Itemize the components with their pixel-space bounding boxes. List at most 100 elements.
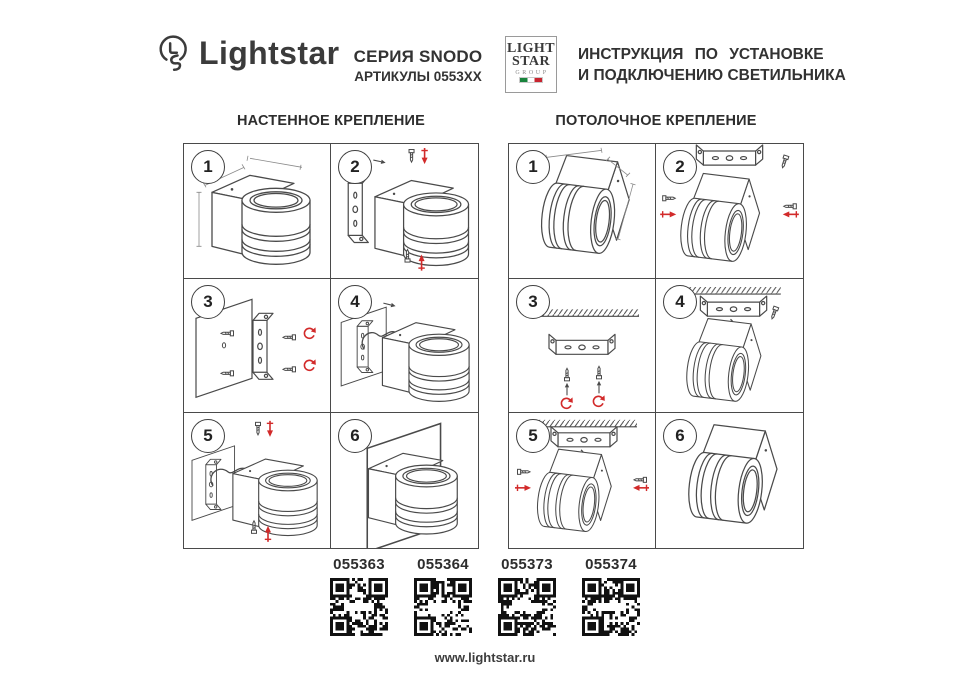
group-logo-light: LIGHT [507, 41, 555, 56]
step-number: 1 [516, 150, 550, 184]
lamp-drawing [232, 458, 318, 537]
series-block: СЕРИЯ SNODO АРТИКУЛЫ 0553XX [338, 47, 498, 84]
illustration-wall-dimensions [196, 155, 311, 265]
bracket-drawing [252, 312, 274, 380]
lamp-drawing [374, 179, 470, 267]
instruction-title-line2: И ПОДКЛЮЧЕНИЮ СВЕТИЛЬНИКА [578, 67, 846, 84]
screw-icon [783, 203, 797, 210]
red-arrow-icon [659, 210, 678, 219]
bracket-drawing [548, 333, 616, 355]
step-panel-wall-2: 2 [331, 144, 478, 279]
step-panel-wall-6: 6 [331, 413, 478, 548]
step-number: 6 [663, 419, 697, 454]
article-code: 055363 [333, 556, 385, 573]
wire [210, 467, 247, 487]
illustration-wall-fix-bracket [195, 298, 317, 398]
step-panel-ceiling-3: 3 [509, 278, 656, 414]
article-column: 055373 [498, 556, 556, 636]
step-number: 4 [338, 284, 372, 319]
screw-icon [517, 469, 531, 476]
lamp-drawing [684, 422, 783, 527]
article-code: 055364 [417, 556, 469, 573]
step-panel-ceiling-4: 4 [656, 279, 803, 414]
bracket-drawing [550, 426, 618, 448]
red-arrow-icon [265, 420, 275, 438]
article-column: 055364 [414, 556, 472, 636]
rotate-icon [592, 394, 606, 407]
instruction-title-line1: ИНСТРУКЦИЯ ПО УСТАНОВКЕ [578, 46, 824, 63]
instruction-title: ИНСТРУКЦИЯ ПО УСТАНОВКЕ И ПОДКЛЮЧЕНИЮ СВ… [578, 44, 846, 86]
qr-code [498, 578, 556, 636]
arrow-icon [564, 381, 570, 396]
red-arrow-icon [781, 210, 800, 219]
website-url: www.lightstar.ru [434, 650, 536, 665]
bracket-drawing [347, 175, 369, 244]
screw-icon [779, 154, 790, 169]
step-number: 3 [516, 284, 550, 319]
article-column: 055374 [582, 556, 640, 636]
step-number: 5 [516, 419, 550, 454]
screw-icon [769, 305, 780, 320]
ceiling-mounting-grid: 1 2 [508, 143, 804, 549]
wall-section-title: НАСТЕННОЕ КРЕПЛЕНИЕ [237, 113, 425, 129]
screw-icon [662, 195, 676, 202]
ceiling-hatch [525, 308, 639, 317]
illustration-wall-connect-wire [340, 300, 470, 402]
lamp-drawing [534, 447, 616, 535]
illustration-ceiling-fix-bracket [525, 308, 639, 409]
lamp-drawing [211, 174, 311, 265]
step-panel-wall-4: 4 [331, 279, 478, 414]
screw-icon [408, 149, 415, 163]
step-number: 2 [663, 150, 697, 184]
step-panel-wall-1: 1 [184, 144, 331, 279]
bracket-drawing [695, 144, 764, 166]
illustration-wall-screw-in [191, 420, 318, 543]
step-panel-wall-3: 3 [184, 278, 331, 414]
step-panel-ceiling-1: 1 [509, 144, 656, 279]
wall-mounting-grid: 1 2 3 [183, 143, 479, 549]
step-number: 2 [338, 150, 372, 184]
red-arrow-icon [514, 484, 532, 493]
series-title: СЕРИЯ SNODO [353, 47, 483, 66]
group-logo-star: STAR [512, 53, 550, 69]
step-number: 3 [191, 284, 225, 319]
step-number: 4 [663, 284, 697, 319]
brand-name: Lightstar [199, 34, 340, 71]
step-number: 6 [338, 419, 372, 454]
arrow-icon [596, 379, 602, 394]
qr-code [414, 578, 472, 636]
step-panel-ceiling-6: 6 [656, 413, 803, 548]
red-arrow-icon [632, 484, 650, 493]
lightstar-group-logo: LIGHT STAR GROUP [505, 36, 557, 93]
lamp-drawing [677, 171, 765, 265]
italy-flag [519, 77, 543, 83]
screw-icon [255, 422, 261, 436]
screw-icon [564, 367, 570, 381]
step-number: 5 [191, 419, 225, 454]
dimension-lines [196, 155, 303, 247]
arrow-icon [372, 157, 387, 166]
series-articles: АРТИКУЛЫ 0553XX [354, 69, 482, 84]
screw-icon [633, 477, 647, 484]
bracket-drawing [699, 295, 768, 317]
rotate-icon [560, 396, 574, 409]
article-code: 055374 [585, 556, 637, 573]
lamp-drawing [381, 321, 470, 402]
lamp-drawing [537, 152, 635, 257]
article-qr-row: 055363 055364 055373 055374 [330, 556, 640, 636]
step-panel-ceiling-2: 2 [656, 144, 803, 279]
lightstar-logo: Lightstar [156, 33, 340, 73]
article-column: 055363 [330, 556, 388, 636]
step-number: 1 [191, 150, 225, 184]
wall-hole [221, 341, 227, 349]
ceiling-section-title: ПОТОЛОЧНОЕ КРЕПЛЕНИЕ [555, 113, 757, 129]
group-logo-group: GROUP [515, 70, 549, 76]
article-code: 055373 [501, 556, 553, 573]
screw-icon [282, 365, 296, 372]
wire [361, 330, 396, 350]
red-arrow-icon [420, 147, 429, 165]
rotate-icon [303, 358, 317, 371]
screw-icon [596, 365, 602, 379]
rotate-icon [303, 326, 317, 339]
